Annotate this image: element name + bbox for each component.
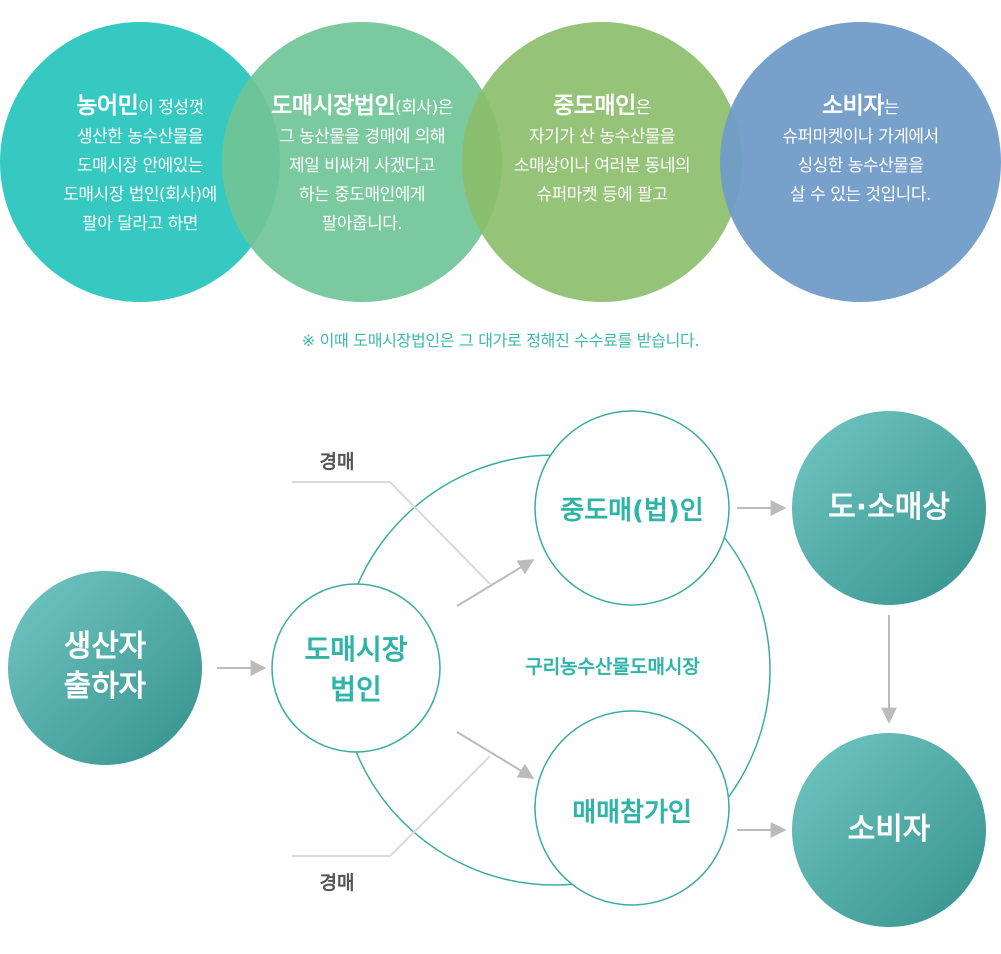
intermediate-wholesaler-step-line: 자기가 산 농수산물을 <box>528 127 676 147</box>
wholesale-corp-label-line: 도매시장 <box>304 633 408 666</box>
auction-bottom-label: 경매 <box>319 872 355 894</box>
wholesale-corp-step-line: 그 농산물을 경매에 의해 <box>278 127 446 147</box>
wholesale-corp-step-line: 제일 비싸게 사겠다고 <box>288 156 436 176</box>
trade-participant-label: 매매참가인 <box>572 798 692 828</box>
intermediate-wholesaler-label: 중도매(법)인 <box>560 496 704 526</box>
commission-note: ※ 이때 도매시장법인은 그 대가로 정해진 수수료를 받습니다. <box>301 331 700 350</box>
wholesale-corp-step-line: 팔아줍니다. <box>321 214 403 234</box>
consumer-step-line: 살 수 있는 것입니다. <box>790 185 931 205</box>
consumer-label: 소비자 <box>847 812 931 847</box>
consumer-step-heading: 소비자는 <box>821 93 900 119</box>
trade-participant-circle <box>534 710 730 906</box>
farmer-step-line: 팔아 달라고 하면 <box>82 214 198 234</box>
wholesale-corp-step-heading: 도매시장법인(회사)은 <box>271 93 453 119</box>
producer-circle <box>8 571 202 765</box>
intermediate-wholesaler-step-heading: 중도매인은 <box>553 93 651 119</box>
farmer-step-heading: 농어민이 정성껏 <box>76 93 204 119</box>
auction-top-line <box>292 481 491 585</box>
intermediate-wholesaler-step-line: 소매상이나 여러분 동네의 <box>513 156 691 176</box>
wholesale-corp-circle <box>271 583 441 753</box>
consumer-step-circle: 소비자는 슈퍼마켓이나 가게에서 싱싱한 농수산물을 살 수 있는 것입니다. <box>720 22 1001 302</box>
retailer-label: 도·소매상 <box>828 490 950 525</box>
consumer-step-line: 싱싱한 농수산물을 <box>797 156 924 176</box>
wholesale-corp-step-circle: 도매시장법인(회사)은 그 농산물을 경매에 의해 제일 비싸게 사겠다고 하는… <box>222 22 502 302</box>
producer-label-line: 생산자 <box>63 629 147 664</box>
corp-to-wholesaler-arrow <box>456 559 535 607</box>
consumer-circle <box>792 733 986 927</box>
intermediate-wholesaler-circle <box>534 410 730 606</box>
intermediate-wholesaler-step-line: 슈퍼마켓 등에 팔고 <box>536 185 668 205</box>
retailer-circle <box>792 411 986 605</box>
farmer-step-line: 도매시장 안에있는 <box>76 156 204 176</box>
farmer-step-line: 도매시장 법인(회사)에 <box>63 185 217 205</box>
intermediate-wholesaler-step-circle: 중도매인은 자기가 산 농수산물을 소매상이나 여러분 동네의 슈퍼마켓 등에 … <box>462 22 742 302</box>
farmer-step-line: 생산한 농수산물을 <box>76 127 204 147</box>
market-name-label: 구리농수산물도매시장 <box>525 656 700 678</box>
wholesale-corp-label-line: 법인 <box>330 673 382 706</box>
consumer-step-line: 슈퍼마켓이나 가게에서 <box>782 127 939 147</box>
auction-bottom-line <box>292 755 491 857</box>
wholesale-corp-label: 도매시장 법인 <box>272 630 440 710</box>
producer-label: 생산자 출하자 <box>8 627 202 707</box>
corp-to-participant-arrow <box>456 731 535 779</box>
wholesale-corp-step-line: 하는 중도매인에게 <box>298 185 426 205</box>
producer-label-line: 출하자 <box>63 669 147 704</box>
auction-top-label: 경매 <box>319 451 355 473</box>
